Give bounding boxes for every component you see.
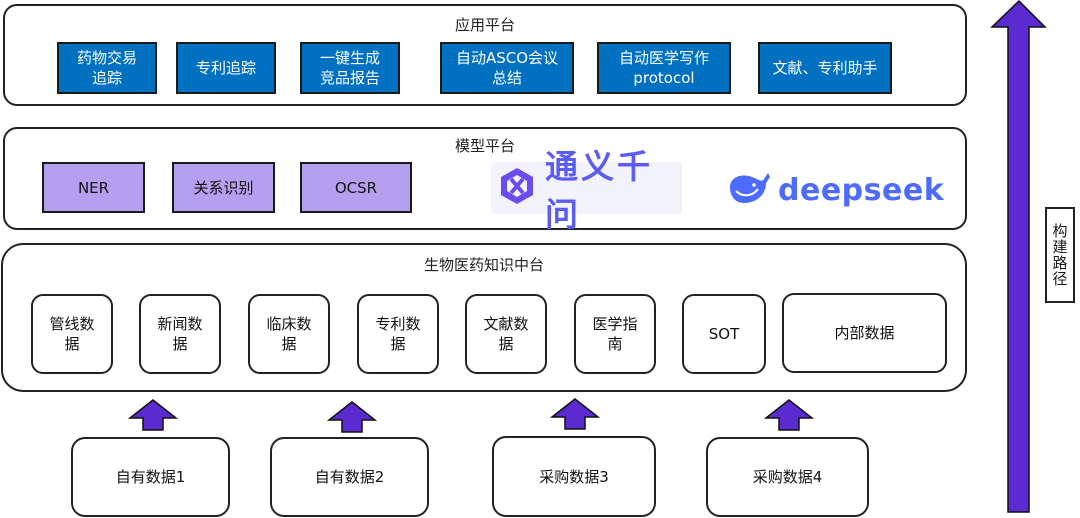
up-arrow-icon (127, 399, 179, 431)
model-ocsr[interactable]: OCSR (300, 162, 412, 213)
source-own-data-2[interactable]: 自有数据2 (270, 437, 429, 517)
build-path-label: 构建路径 (1045, 207, 1075, 303)
data-pipeline[interactable]: 管线数 据 (31, 294, 113, 374)
app-literature-patent-assistant[interactable]: 文献、专利助手 (758, 42, 892, 94)
model-relation-extraction[interactable]: 关系识别 (172, 162, 275, 213)
data-patent[interactable]: 专利数 据 (357, 294, 439, 374)
app-drug-transaction-tracking[interactable]: 药物交易 追踪 (57, 42, 157, 94)
up-arrow-icon (549, 398, 601, 430)
data-clinical[interactable]: 临床数 据 (248, 294, 330, 374)
qwen-logo: 通义千问 (491, 147, 682, 234)
app-patent-tracking[interactable]: 专利追踪 (176, 42, 276, 94)
source-purchased-data-4[interactable]: 采购数据4 (706, 437, 869, 517)
up-arrow-icon (763, 399, 815, 431)
source-purchased-data-3[interactable]: 采购数据3 (492, 436, 656, 517)
qwen-star-icon (497, 166, 537, 210)
qwen-logo-text: 通义千问 (545, 147, 653, 234)
model-platform-layer: 模型平台 (3, 127, 967, 230)
app-medical-writing-protocol[interactable]: 自动医学写作 protocol (597, 42, 731, 94)
data-internal[interactable]: 内部数据 (782, 293, 947, 373)
app-asco-summary[interactable]: 自动ASCO会议 总结 (440, 42, 574, 94)
source-own-data-1[interactable]: 自有数据1 (71, 437, 230, 517)
data-sot[interactable]: SOT (682, 294, 766, 374)
app-competitor-report[interactable]: 一键生成 竞品报告 (300, 42, 400, 94)
deepseek-logo: deepseek (726, 165, 944, 215)
up-arrow-icon (326, 401, 378, 433)
data-medical-guideline[interactable]: 医学指 南 (574, 294, 656, 374)
application-platform-title: 应用平台 (454, 16, 515, 34)
model-ner[interactable]: NER (42, 162, 145, 213)
model-platform-title: 模型平台 (454, 137, 515, 155)
knowledge-platform-title: 生物医药知识中台 (423, 256, 544, 274)
build-path-arrow-icon (990, 0, 1047, 513)
deepseek-logo-text: deepseek (778, 172, 945, 208)
deepseek-whale-icon (726, 169, 772, 211)
data-literature[interactable]: 文献数 据 (465, 294, 547, 374)
data-news[interactable]: 新闻数 据 (139, 294, 221, 374)
